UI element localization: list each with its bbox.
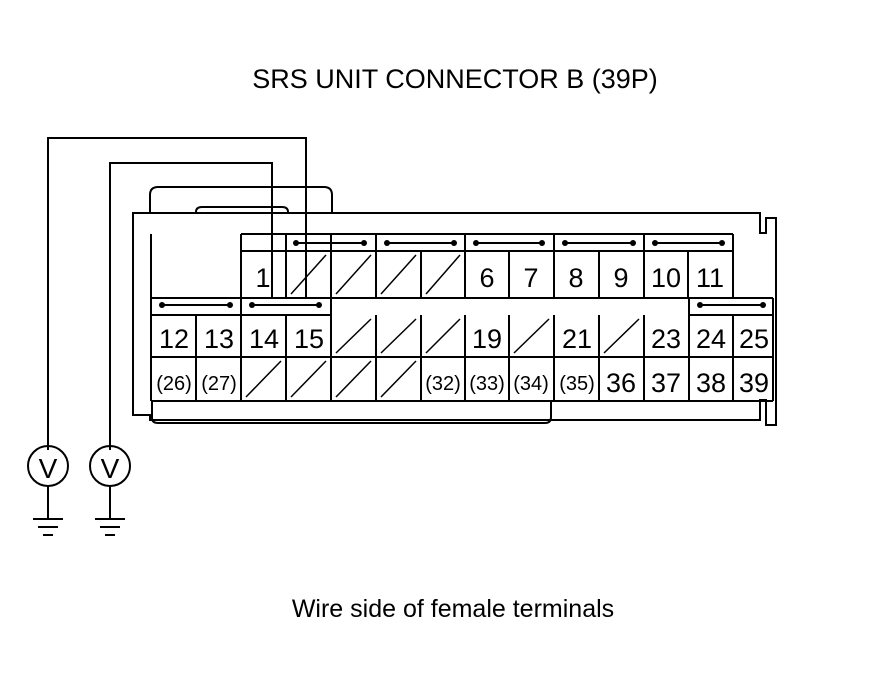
voltmeter-icon: V — [89, 445, 131, 536]
shorting-bars — [159, 240, 766, 308]
shorting-bar — [293, 240, 367, 246]
terminal-label: 23 — [651, 324, 681, 354]
terminal-label: (26) — [156, 373, 192, 395]
shorting-bar — [159, 302, 233, 308]
terminal-label: (35) — [559, 373, 595, 395]
terminal-label: 37 — [651, 368, 681, 398]
probe-wire — [47, 137, 307, 450]
terminal-label: 6 — [479, 263, 494, 293]
terminal-label: 21 — [562, 324, 592, 354]
shorting-bar — [249, 302, 322, 308]
terminal-label: 15 — [294, 324, 324, 354]
terminal-label: (27) — [201, 373, 237, 395]
terminal-label: 25 — [739, 324, 769, 354]
voltmeter-symbol: V — [101, 453, 120, 484]
voltmeter-icon: V — [27, 445, 69, 536]
shorting-bar — [697, 302, 766, 308]
shorting-bar — [473, 240, 545, 246]
terminal-label: 7 — [523, 263, 538, 293]
connector-housing — [132, 186, 777, 426]
terminal-label: 8 — [568, 263, 583, 293]
terminal-label: (34) — [513, 373, 549, 395]
diagram-caption: Wire side of female terminals — [291, 595, 615, 623]
terminal-label: 10 — [651, 263, 681, 293]
terminal-label: 12 — [159, 324, 189, 354]
probe-wire — [109, 162, 273, 450]
voltmeter-symbol: V — [39, 453, 58, 484]
terminal-label: 9 — [613, 263, 628, 293]
shorting-bar — [384, 240, 457, 246]
empty-cavity-marks — [245, 254, 640, 398]
terminal-label: 38 — [696, 368, 726, 398]
terminal-label: 36 — [606, 368, 636, 398]
terminal-label: (32) — [425, 373, 461, 395]
diagram-title: SRS UNIT CONNECTOR B (39P) — [252, 64, 658, 94]
terminal-label: 14 — [249, 324, 279, 354]
shorting-bar — [652, 240, 725, 246]
terminal-label: 13 — [204, 324, 234, 354]
terminal-label: 1 — [255, 263, 270, 293]
terminal-label: 11 — [696, 263, 724, 293]
terminal-grid — [150, 233, 774, 402]
terminal-label: 39 — [739, 368, 769, 398]
terminal-label: (33) — [469, 373, 505, 395]
probe-wires — [47, 137, 307, 450]
shorting-bar — [562, 240, 636, 246]
terminal-label: 24 — [696, 324, 726, 354]
terminal-labels: 1 6 7 8 9 10 11 12 13 14 15 19 21 23 24 … — [156, 263, 769, 398]
terminal-label: 19 — [472, 324, 502, 354]
